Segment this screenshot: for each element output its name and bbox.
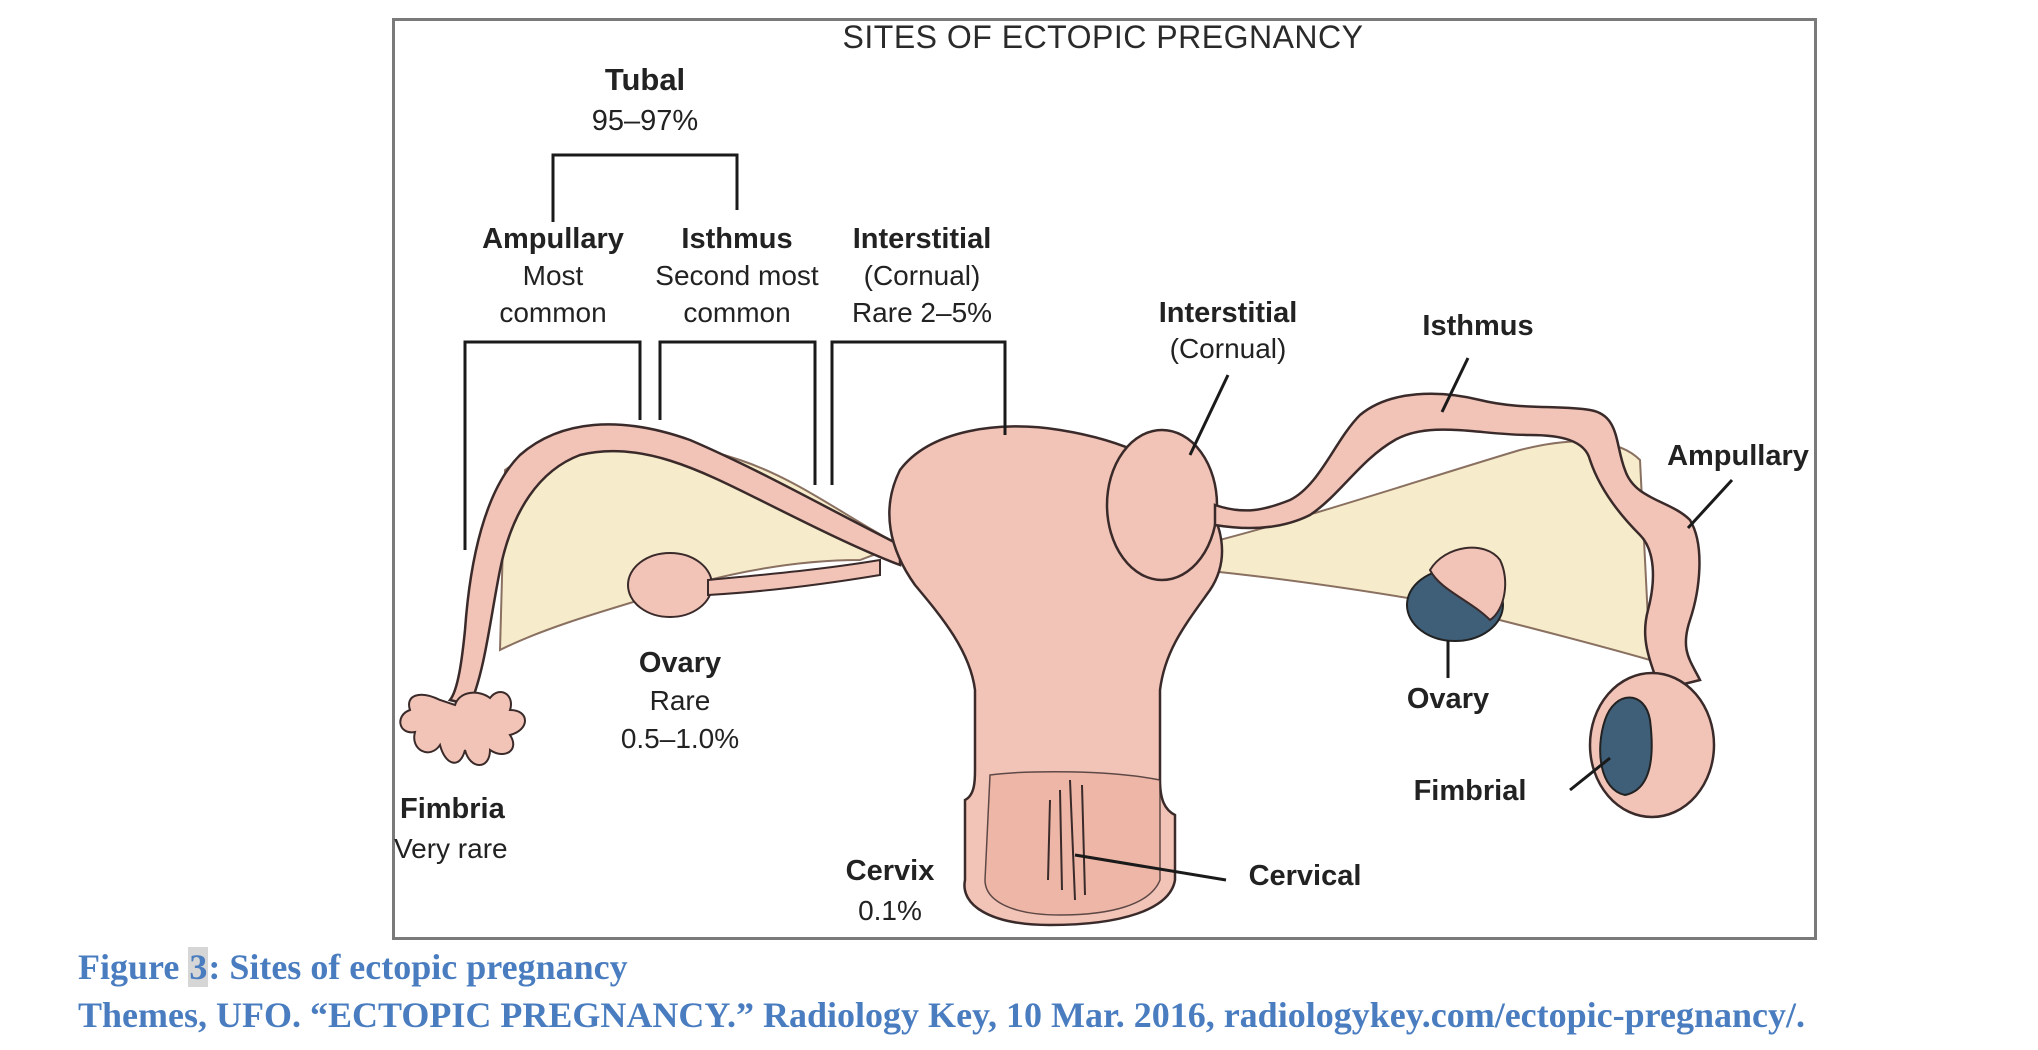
cervical-label: Cervical xyxy=(1249,860,1362,892)
tubal-bracket xyxy=(551,153,739,222)
interstitial-right-line1: (Cornual) xyxy=(1170,333,1287,364)
cervical-texture xyxy=(1047,779,1086,901)
ovary-left-line1: Rare xyxy=(650,685,711,716)
fimbrial-right-label: Fimbrial xyxy=(1414,775,1527,807)
ampullary-right-leader xyxy=(1686,478,1734,530)
left-ovary xyxy=(627,552,713,618)
right-interstitial-bulge xyxy=(1105,428,1219,582)
ovary-right-label: Ovary xyxy=(1407,683,1489,715)
fimbria-left-line1: Very rare xyxy=(394,833,508,864)
interstitial-left-line1: (Cornual) xyxy=(864,260,981,291)
ovary-left-label: Ovary xyxy=(639,647,721,679)
tubal-label: Tubal xyxy=(605,62,685,97)
isthmus-right-label: Isthmus xyxy=(1422,310,1533,342)
interstitial-right-label: Interstitial xyxy=(1159,297,1298,329)
anatomy-illustration xyxy=(399,392,1716,927)
annotation-lines xyxy=(463,153,1734,882)
fimbria-left-label: Fimbria xyxy=(400,793,506,825)
tubal-value: 95–97% xyxy=(592,105,698,137)
caption-text: : Sites of ectopic pregnancy xyxy=(208,947,628,987)
ampullary-right-label: Ampullary xyxy=(1667,440,1809,472)
isthmus-left-line1: Second most xyxy=(655,260,819,291)
interstitial-right-leader xyxy=(1188,374,1230,456)
right-fallopian-tube xyxy=(1213,392,1702,692)
cervical-leader xyxy=(1074,853,1227,882)
right-ovary-cap xyxy=(1428,546,1507,622)
ampullary-left-line2: common xyxy=(499,297,606,328)
diagram-title: SITES OF ECTOPIC PREGNANCY xyxy=(843,19,1364,55)
isthmus-bracket xyxy=(658,340,817,485)
labels: Tubal 95–97% Ampullary Most common Isthm… xyxy=(394,62,1809,926)
isthmus-left-line2: common xyxy=(683,297,790,328)
right-fimbrial-ectopic xyxy=(1599,696,1653,797)
isthmus-right-leader xyxy=(1440,357,1470,413)
interstitial-bracket xyxy=(830,340,1007,485)
ampullary-left-label: Ampullary xyxy=(482,223,624,255)
ampullary-bracket xyxy=(463,340,642,550)
fimbrial-right-leader xyxy=(1569,756,1611,792)
caption-prefix: Figure xyxy=(78,947,189,987)
ovary-left-line2: 0.5–1.0% xyxy=(621,723,739,754)
figure-citation: Themes, UFO. “ECTOPIC PREGNANCY.” Radiol… xyxy=(78,995,1805,1035)
interstitial-left-line2: Rare 2–5% xyxy=(852,297,992,328)
figure-caption: Figure 3: Sites of ectopic pregnancy xyxy=(78,946,628,988)
cervix-value: 0.1% xyxy=(858,895,922,926)
cervix-label: Cervix xyxy=(846,855,935,887)
interstitial-left-label: Interstitial xyxy=(853,223,992,255)
isthmus-left-label: Isthmus xyxy=(681,223,792,255)
ampullary-left-line1: Most xyxy=(523,260,584,291)
left-ovarian-ligament xyxy=(707,558,881,597)
left-fimbria xyxy=(399,691,526,766)
figure-number: 3 xyxy=(188,947,209,987)
